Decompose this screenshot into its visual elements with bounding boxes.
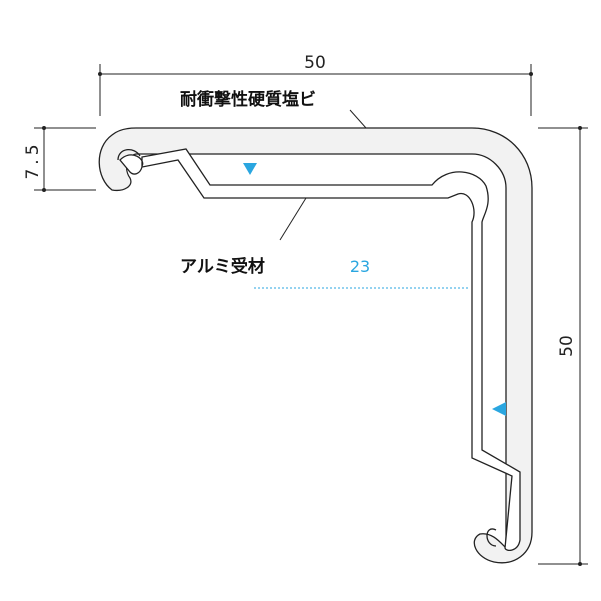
top-width-label: 50 [304, 53, 326, 73]
triangle-down-marker-icon [243, 163, 257, 175]
cover-material-callout: 耐衝撃性硬質塩ビ [180, 89, 367, 129]
inner-offset-label: 23 [350, 257, 370, 276]
lip-dimension: 7.5 [23, 126, 96, 192]
cover-material-label: 耐衝撃性硬質塩ビ [180, 89, 316, 110]
lip-height-label: 7.5 [23, 140, 43, 179]
base-material-callout: アルミ受材 [180, 197, 307, 277]
top-lip-curl [117, 149, 141, 161]
base-material-label: アルミ受材 [180, 256, 265, 277]
triangle-left-marker-icon [492, 402, 506, 416]
right-dimension: 50 [538, 126, 588, 566]
right-height-label: 50 [557, 335, 577, 357]
bottom-lip-curl [486, 528, 497, 547]
aluminum-base-profile [119, 148, 521, 552]
top-dimension: 50 [98, 53, 533, 116]
inner-offset-dimension: 23 [254, 257, 470, 289]
